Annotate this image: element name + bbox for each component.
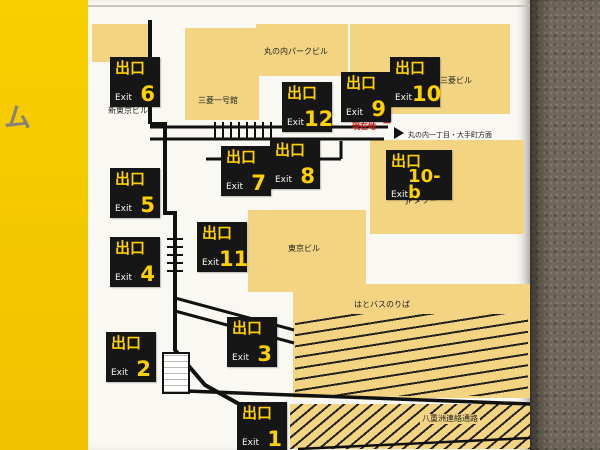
- exit-number: 7: [251, 171, 266, 196]
- exit-badge-7: 出口 Exit 7: [221, 146, 271, 196]
- exit-label-en: Exit: [346, 108, 364, 119]
- exit-badge-8: 出口 Exit 8: [270, 139, 320, 189]
- exit-label-jp: 出口: [115, 170, 146, 188]
- exit-label-en: Exit: [115, 93, 133, 104]
- label-jp-tower: JPタワー: [406, 196, 438, 205]
- exit-badge-6: 出口 Exit 6: [110, 57, 160, 107]
- exit-badge-2: 出口 Exit 2: [106, 332, 156, 382]
- exit-label-jp: 出口: [111, 334, 142, 352]
- exit-badge-row: Exit 5: [115, 187, 155, 218]
- exit-badge-row: Exit 8: [275, 158, 315, 189]
- label-shin-tokyo: 新東京ビル: [108, 106, 148, 115]
- building-tokyo: [248, 210, 366, 292]
- exit-number: 8: [300, 164, 315, 189]
- bus-bay-stripes: [295, 314, 528, 396]
- exit-badge-row: Exit 1: [242, 421, 282, 450]
- exit-number: 3: [257, 342, 272, 367]
- label-yaesu-passage: 八重洲連絡通路: [420, 414, 480, 424]
- exit-label-en: Exit: [115, 204, 133, 215]
- building-ichigokan: [185, 28, 259, 120]
- exit-map-panel: 丸の内パークビル 三菱一号館 新東京ビル 三菱ビル JPタワー 東京ビル はとバ…: [88, 0, 530, 450]
- exit-number: 10-b: [408, 166, 441, 204]
- label-tokyo-building: 東京ビル: [288, 244, 320, 253]
- stairs-hatch-icon: [167, 238, 183, 272]
- exit-label-jp: 出口: [226, 148, 257, 166]
- label-you-are-here: 現在地: [352, 122, 376, 131]
- exit-badge-4: 出口 Exit 4: [110, 237, 160, 287]
- exit-label-jp: 出口: [242, 404, 273, 422]
- exit-label-jp: 出口: [202, 224, 233, 242]
- exit-number: 9: [371, 97, 386, 122]
- exit-label-jp: 出口: [275, 141, 306, 159]
- wall-texture: [530, 0, 600, 450]
- exit-label-en: Exit: [111, 368, 129, 379]
- exit-number: 6: [140, 82, 155, 107]
- exit-label-en: Exit: [391, 190, 409, 201]
- exit-number: 2: [136, 357, 151, 382]
- exit-label-en: Exit: [232, 353, 250, 364]
- building-block-top-left: [92, 24, 150, 62]
- exit-label-jp: 出口: [232, 319, 263, 337]
- exit-badge-row: Exit 7: [226, 165, 266, 196]
- label-hato-bus: はとバスのりば: [354, 300, 410, 309]
- exit-label-en: Exit: [226, 182, 244, 193]
- exit-label-jp: 出口: [346, 74, 377, 92]
- exit-label-jp: 出口: [115, 59, 146, 77]
- exit-label-en: Exit: [287, 118, 305, 129]
- stairway-box-icon: [162, 352, 190, 394]
- exit-badge-row: Exit 6: [115, 76, 155, 107]
- sign-yellow-border: ム: [0, 0, 88, 450]
- label-ichigokan: 三菱一号館: [198, 96, 238, 105]
- label-mitsubishi: 三菱ビル: [440, 76, 472, 85]
- exit-label-en: Exit: [115, 273, 133, 284]
- exit-label-jp: 出口: [115, 239, 146, 257]
- exit-badge-3: 出口 Exit 3: [227, 317, 277, 367]
- exit-badge-row: Exit 4: [115, 256, 155, 287]
- exit-number: 11: [219, 247, 249, 272]
- exit-number: 10: [412, 82, 442, 107]
- panel-top-edge: [88, 5, 530, 7]
- exit-badge-row: Exit 12: [287, 101, 333, 130]
- label-direction: 丸の内一丁目・大手町方面: [408, 131, 492, 139]
- building-park: [256, 24, 348, 76]
- exit-number: 4: [140, 262, 155, 287]
- exit-badge-11: 出口 Exit 11: [197, 222, 248, 272]
- exit-label-jp: 出口: [395, 59, 426, 77]
- label-park-building: 丸の内パークビル: [264, 47, 328, 56]
- exit-badge-12: 出口 Exit 12: [282, 82, 333, 132]
- exit-label-jp: 出口: [391, 152, 422, 170]
- exit-badge-row: Exit 10: [395, 76, 441, 105]
- exit-badge-10b: 出口 Exit 10-b: [386, 150, 452, 204]
- exit-badge-row: Exit 3: [232, 336, 272, 367]
- exit-number: 5: [140, 193, 155, 218]
- exit-badge-5: 出口 Exit 5: [110, 168, 160, 218]
- exit-badge-10: 出口 Exit 10: [390, 57, 441, 107]
- exit-label-jp: 出口: [287, 84, 318, 102]
- exit-badge-row: Exit 10-b: [391, 166, 447, 204]
- partial-side-text: ム: [4, 103, 31, 134]
- exit-number: 1: [267, 427, 282, 450]
- exit-badge-row: Exit 11: [202, 241, 248, 270]
- exit-number: 12: [304, 107, 334, 132]
- exit-label-en: Exit: [202, 258, 220, 269]
- yaesu-passage-stripes: [290, 404, 530, 449]
- exit-badge-row: Exit 9: [346, 91, 386, 122]
- exit-badge-1: 出口 Exit 1: [237, 402, 287, 450]
- exit-badge-row: Exit 2: [111, 351, 151, 382]
- exit-badge-9: 出口 Exit 9: [341, 72, 391, 122]
- exit-label-en: Exit: [242, 438, 260, 449]
- stairs-hatch-icon: [214, 122, 272, 140]
- exit-label-en: Exit: [275, 175, 293, 186]
- exit-label-en: Exit: [395, 93, 413, 104]
